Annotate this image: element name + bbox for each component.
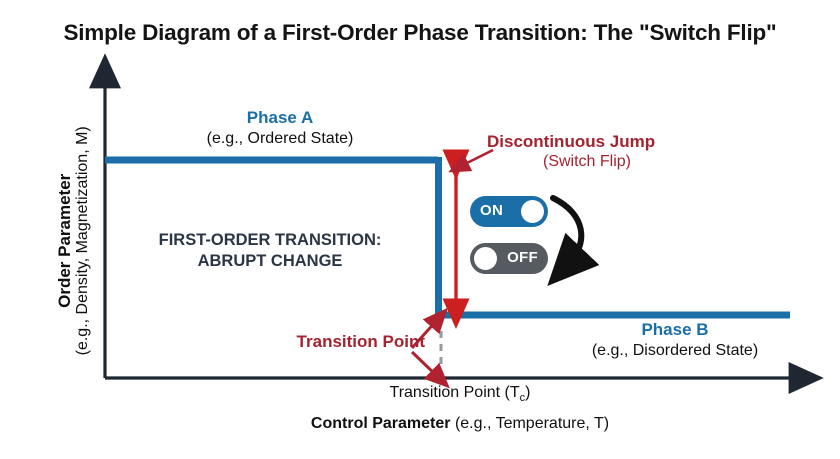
x-axis-label-main: Control Parameter	[310, 415, 451, 432]
transition-point-label: Transition Point	[296, 332, 425, 351]
transition-note: FIRST-ORDER TRANSITION: ABRUPT CHANGE	[128, 230, 412, 272]
x-axis-label: Control Parameter (e.g., Temperature, T)	[210, 415, 710, 433]
phase-a-annotation: Phase A (e.g., Ordered State)	[152, 108, 408, 148]
x-tick-subscript: c	[519, 392, 526, 405]
transition-pointer-down	[410, 350, 450, 389]
phase-b-title: Phase B	[641, 320, 709, 339]
discontinuous-jump-subtitle: (Switch Flip)	[542, 153, 631, 171]
toggle-off-knob	[474, 247, 497, 270]
toggle-on-knob	[521, 200, 544, 223]
y-axis-label-sub: (e.g., Density, Magnetization, M)	[74, 126, 92, 356]
toggle-switch-off[interactable]: OFF	[470, 243, 548, 274]
transition-note-line1: FIRST-ORDER TRANSITION:	[158, 231, 382, 249]
phase-b-subtitle: (e.g., Disordered State)	[591, 341, 759, 359]
discontinuous-jump-title: Discontinuous Jump	[487, 132, 656, 151]
jump-label-pointer	[448, 148, 494, 173]
phase-b-annotation: Phase B (e.g., Disordered State)	[545, 320, 805, 360]
y-axis-label-main: Order Parameter	[55, 173, 75, 308]
phase-a-title: Phase A	[246, 108, 314, 127]
x-tick-close: )	[525, 384, 531, 401]
transition-note-line2: ABRUPT CHANGE	[197, 252, 343, 271]
toggle-switch-on[interactable]: ON	[470, 196, 548, 227]
y-axis-label: Order Parameter (e.g., Density, Magnetiz…	[55, 81, 93, 401]
toggle-off-label: OFF	[507, 249, 538, 266]
discontinuous-jump-annotation: Discontinuous Jump (Switch Flip)	[487, 132, 717, 172]
x-axis-label-sub: (e.g., Temperature, T)	[450, 415, 610, 432]
page-title: Simple Diagram of a First-Order Phase Tr…	[63, 20, 777, 45]
x-tick-text: Transition Point (T	[389, 384, 520, 401]
toggle-flip-arrow	[547, 195, 600, 286]
toggle-on-label: ON	[480, 202, 504, 219]
phase-a-subtitle: (e.g., Ordered State)	[206, 129, 354, 147]
x-axis-tick-label: Transition Point (Tc)	[260, 384, 660, 404]
transition-pointer-up	[410, 307, 448, 349]
